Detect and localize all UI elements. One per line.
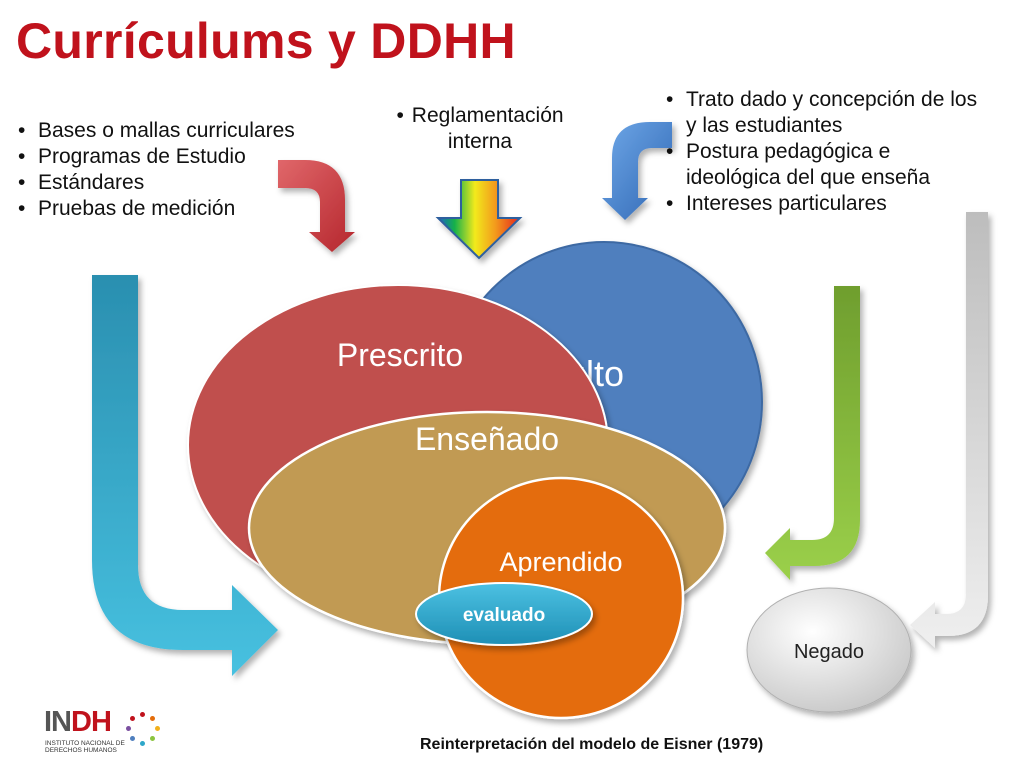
taught-curriculum-ellipse bbox=[247, 410, 727, 646]
hidden-curriculum-label: Oculto bbox=[520, 353, 624, 394]
list-item: Trato dado y concepción de los y las est… bbox=[664, 87, 984, 139]
list-item: Intereses particulares bbox=[664, 191, 984, 217]
list-item: Reglamentación interna bbox=[380, 103, 580, 155]
evaluated-curriculum-label: evaluado bbox=[463, 605, 545, 626]
learned-curriculum-label: Aprendido bbox=[499, 547, 622, 577]
list-item: Pruebas de medición bbox=[16, 196, 295, 222]
learned-curriculum-ellipse bbox=[437, 476, 685, 720]
list-hidden-sources: Trato dado y concepción de los y las est… bbox=[664, 87, 984, 217]
list-prescribed-sources: Bases o mallas curriculares Programas de… bbox=[16, 118, 295, 222]
list-item: Programas de Estudio bbox=[16, 144, 295, 170]
list-item: Postura pedagógica e ideológica del que … bbox=[664, 139, 984, 191]
indh-logo: INDH Instituto Nacional de Derechos Huma… bbox=[44, 706, 174, 756]
taught-curriculum-label: Enseñado bbox=[415, 421, 559, 457]
prescribed-curriculum-ellipse bbox=[187, 284, 609, 606]
list-internal-rules: Reglamentación interna bbox=[380, 103, 580, 155]
arrow-green-icon bbox=[765, 286, 860, 580]
logo-subtitle: Instituto Nacional de Derechos Humanos bbox=[45, 740, 125, 754]
evaluated-curriculum-ellipse bbox=[415, 582, 593, 646]
logo-mark: INDH bbox=[44, 706, 112, 738]
arrow-cyan-icon bbox=[92, 275, 278, 676]
arrow-gray-icon bbox=[910, 212, 988, 648]
logo-dots-icon bbox=[126, 712, 160, 746]
slide-title: Currículums y DDHH bbox=[16, 13, 516, 69]
list-item: Estándares bbox=[16, 170, 295, 196]
denied-curriculum-circle bbox=[746, 587, 912, 713]
hidden-curriculum-circle bbox=[445, 241, 763, 563]
prescribed-curriculum-label: Prescrito bbox=[337, 337, 463, 373]
slide-caption: Reinterpretación del modelo de Eisner (1… bbox=[420, 736, 764, 753]
arrow-rainbow-icon bbox=[435, 179, 523, 260]
denied-curriculum-label: Negado bbox=[794, 641, 864, 663]
list-item: Bases o mallas curriculares bbox=[16, 118, 295, 144]
arrow-blue-icon bbox=[602, 122, 672, 220]
